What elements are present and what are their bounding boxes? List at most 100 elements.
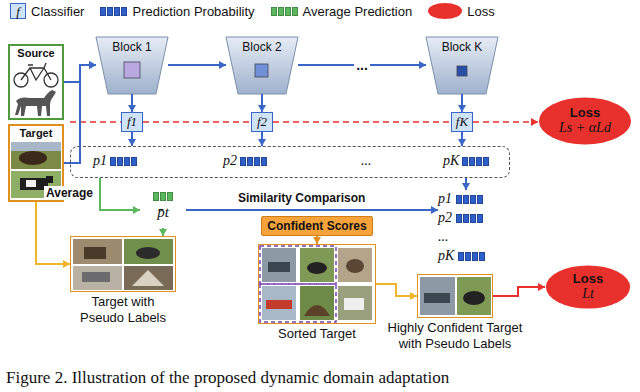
arrowhead: [63, 260, 70, 268]
domain-box: Source: [8, 44, 64, 120]
image-frame: [70, 236, 176, 292]
bar-cell: [114, 7, 120, 16]
bar-cell: [254, 157, 260, 166]
arrowhead: [89, 61, 96, 69]
feature-cube: [124, 62, 467, 78]
bar-cell: [131, 157, 137, 166]
prediction-list: p1p2...pK: [438, 190, 494, 268]
selection-outline: [260, 246, 336, 322]
prob-bar: [153, 192, 173, 201]
image-frame: [417, 274, 493, 318]
prediction-item: p2: [223, 153, 267, 169]
connector-line: [168, 64, 226, 66]
bar-cell: [458, 252, 464, 261]
flow-arrow: [128, 132, 136, 146]
prob-bar: [240, 157, 267, 166]
bar-cell: [153, 192, 159, 201]
loss-title: Loss: [570, 105, 600, 121]
prediction-item: p1: [438, 190, 494, 208]
probability-name: pK: [438, 248, 454, 264]
connector-line: [273, 121, 451, 123]
loss-connector: [143, 122, 251, 123]
image-group: Sorted Target: [258, 244, 376, 342]
network-block: [96, 37, 498, 94]
bar-cell: [462, 157, 468, 166]
arrowhead: [531, 118, 538, 126]
classifier-name: f2: [257, 114, 267, 130]
probability-name: ...: [361, 153, 372, 169]
probability-name: ...: [438, 229, 449, 245]
bar-cell: [456, 214, 462, 223]
loss-title: Loss: [573, 271, 603, 287]
legend-swatch: [100, 7, 127, 16]
bar-cell: [110, 157, 116, 166]
prob-bar: [458, 252, 485, 261]
box-title: Target: [10, 127, 62, 139]
bar-cell: [456, 195, 462, 204]
bar-cell: [271, 7, 277, 16]
loss-formula: Ls + αLd: [559, 120, 611, 137]
bicycle-image: [14, 63, 58, 87]
thumbnail: [420, 277, 491, 315]
classifier-swatch: f: [10, 3, 26, 19]
average-name: p̄t: [157, 203, 169, 221]
bar-cell: [124, 157, 130, 166]
prediction-item: pK: [438, 247, 494, 265]
loss-ellipse: LossLs + αLd: [538, 96, 632, 146]
classifier-box: fK: [451, 112, 473, 132]
bar-cell: [117, 157, 123, 166]
flow-arrow: [168, 61, 226, 69]
flow-arrow: [186, 206, 438, 214]
bar-cell: [240, 157, 246, 166]
bar-cell: [479, 252, 485, 261]
loss-ellipse: LossLt: [545, 264, 631, 310]
arrowhead: [462, 183, 470, 190]
classifier-box: f2: [251, 112, 273, 132]
network-block: Block 1: [96, 36, 168, 94]
bar-cell: [278, 7, 284, 16]
score-label: Confident Scores: [267, 219, 366, 233]
legend-swatch: [271, 7, 298, 16]
bar-cell: [292, 7, 298, 16]
thumbnail: [73, 239, 173, 290]
legend-swatch: [428, 3, 462, 19]
image-frame: [258, 244, 376, 324]
legend-item: Loss: [428, 3, 494, 19]
figure-caption: Figure 2. Illustration of the proposed d…: [6, 368, 449, 388]
prob-bar: [462, 157, 489, 166]
arrowhead: [313, 237, 321, 244]
arrowhead: [133, 206, 140, 214]
block-label: Block 1: [96, 40, 168, 54]
connector-line: [36, 202, 70, 264]
bar-cell: [463, 214, 469, 223]
score-box: Confident Scores: [261, 216, 372, 236]
classifier-box: f1: [121, 112, 143, 132]
arrowhead: [219, 61, 226, 69]
image-caption: Sorted Target: [258, 326, 376, 342]
prediction-item: ...: [361, 153, 372, 169]
horse-image: [15, 90, 56, 116]
connector-line: [473, 121, 538, 123]
bar-cell: [261, 157, 267, 166]
loss-formula: Lt: [582, 286, 594, 303]
bar-cell: [477, 195, 483, 204]
bar-cell: [107, 7, 113, 16]
arrowhead: [419, 61, 426, 69]
bar-cell: [247, 157, 253, 166]
legend-text: Average Prediction: [303, 4, 413, 19]
arrowhead: [410, 292, 417, 300]
arrowhead: [458, 105, 466, 112]
bar-cell: [469, 157, 475, 166]
edge-label: Average: [44, 186, 95, 200]
network-block: Block K: [426, 36, 498, 94]
bar-cell: [285, 7, 291, 16]
flow-arrow: [128, 94, 136, 112]
legend-item: Prediction Probability: [100, 4, 254, 19]
legend-item: Average Prediction: [271, 4, 413, 19]
loss-connector: [473, 118, 538, 126]
loss-line: [70, 121, 121, 123]
probability-name: p1: [438, 191, 452, 207]
box-title: Source: [10, 47, 62, 59]
legend-text: Classifier: [31, 4, 84, 19]
